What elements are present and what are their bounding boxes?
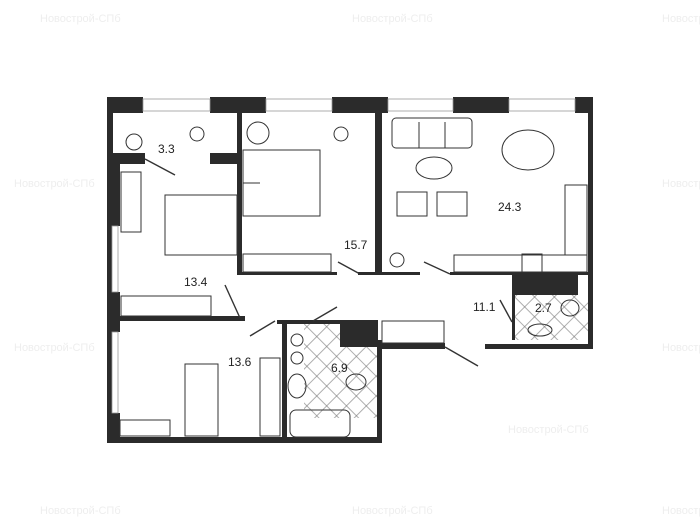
watermark: Новострой-СПб: [40, 13, 121, 25]
room-area-bedroom-3: 13.6: [228, 355, 252, 369]
room-area-toilet: 2.7: [535, 301, 552, 315]
doors: [144, 158, 513, 367]
watermark: Новострой-СПб: [508, 424, 589, 436]
watermark: Новострой-СПб: [352, 13, 433, 25]
room-area-bedroom-1: 13.4: [184, 275, 208, 289]
watermark: Новострой-СПб: [662, 13, 700, 25]
walls: [107, 97, 593, 443]
watermark: Новострой-СПб: [40, 505, 121, 517]
room-labels: 3.3 13.4 15.7 24.3 11.1 2.7 6.9 13.6: [158, 142, 552, 375]
watermark: Новострой-СПб: [14, 178, 95, 190]
room-area-living-kitchen: 24.3: [498, 200, 522, 214]
watermark: Новострой-СПб: [662, 505, 700, 517]
room-area-hallway: 11.1: [473, 300, 496, 314]
watermark: Новострой-СПб: [352, 505, 433, 517]
furniture: [119, 117, 588, 438]
watermark: Новострой-СПб: [14, 342, 95, 354]
room-area-balcony: 3.3: [158, 142, 175, 156]
watermarks: Новострой-СПб Новострой-СПб Новострой-СП…: [14, 13, 700, 517]
room-area-bedroom-2: 15.7: [344, 238, 368, 252]
room-area-bathroom: 6.9: [331, 361, 348, 375]
watermark: Новострой-СПб: [662, 178, 700, 190]
watermark: Новострой-СПб: [662, 342, 700, 354]
